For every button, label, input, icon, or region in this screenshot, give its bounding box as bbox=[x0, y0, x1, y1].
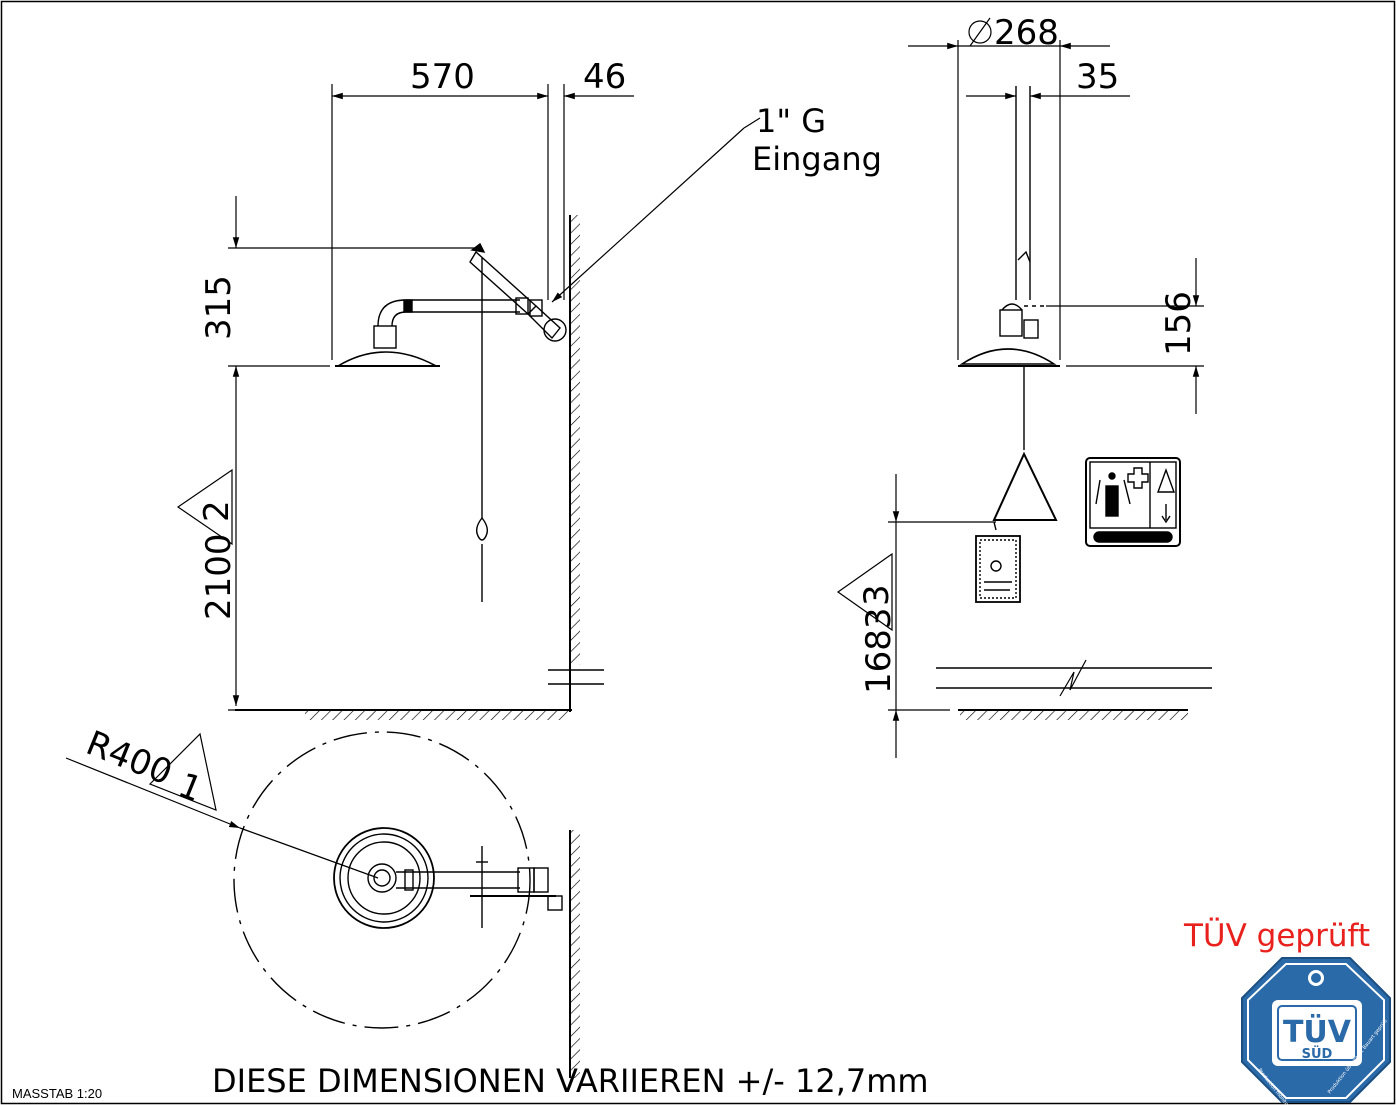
dim-46: 46 bbox=[583, 57, 626, 97]
dim-156: 156 bbox=[1159, 291, 1199, 356]
dim-2100: 2100 bbox=[199, 533, 239, 620]
side-view bbox=[235, 215, 604, 720]
front-view bbox=[936, 86, 1212, 720]
inlet-callout-line2: Eingang bbox=[752, 140, 882, 178]
side-view-dimensions bbox=[65, 84, 761, 879]
top-view bbox=[233, 731, 580, 1078]
dim-268: 268 bbox=[994, 13, 1059, 53]
tolerance-note: DIESE DIMENSIONEN VARIIEREN +/- 12,7mm bbox=[212, 1062, 929, 1100]
tuv-badge-main: TÜV bbox=[1283, 1013, 1352, 1050]
tag-1: 1 bbox=[173, 765, 208, 810]
dim-570: 570 bbox=[410, 57, 475, 97]
tuv-title: TÜV geprüft bbox=[1184, 918, 1371, 954]
dim-315: 315 bbox=[199, 275, 239, 340]
tuv-badge-sub: SÜD bbox=[1302, 1046, 1333, 1062]
tuv-badge: TÜV SÜD Production monitored Type tested… bbox=[1241, 957, 1391, 1105]
inlet-callout-line1: 1" G bbox=[756, 102, 826, 140]
dim-35: 35 bbox=[1076, 57, 1119, 97]
dim-1683: 1683 bbox=[859, 607, 899, 694]
tag-2: 2 bbox=[197, 500, 237, 522]
front-view-dimensions bbox=[836, 17, 1204, 758]
tag-3: 3 bbox=[857, 584, 897, 606]
scale-label: MASSTAB 1:20 bbox=[12, 1086, 103, 1101]
